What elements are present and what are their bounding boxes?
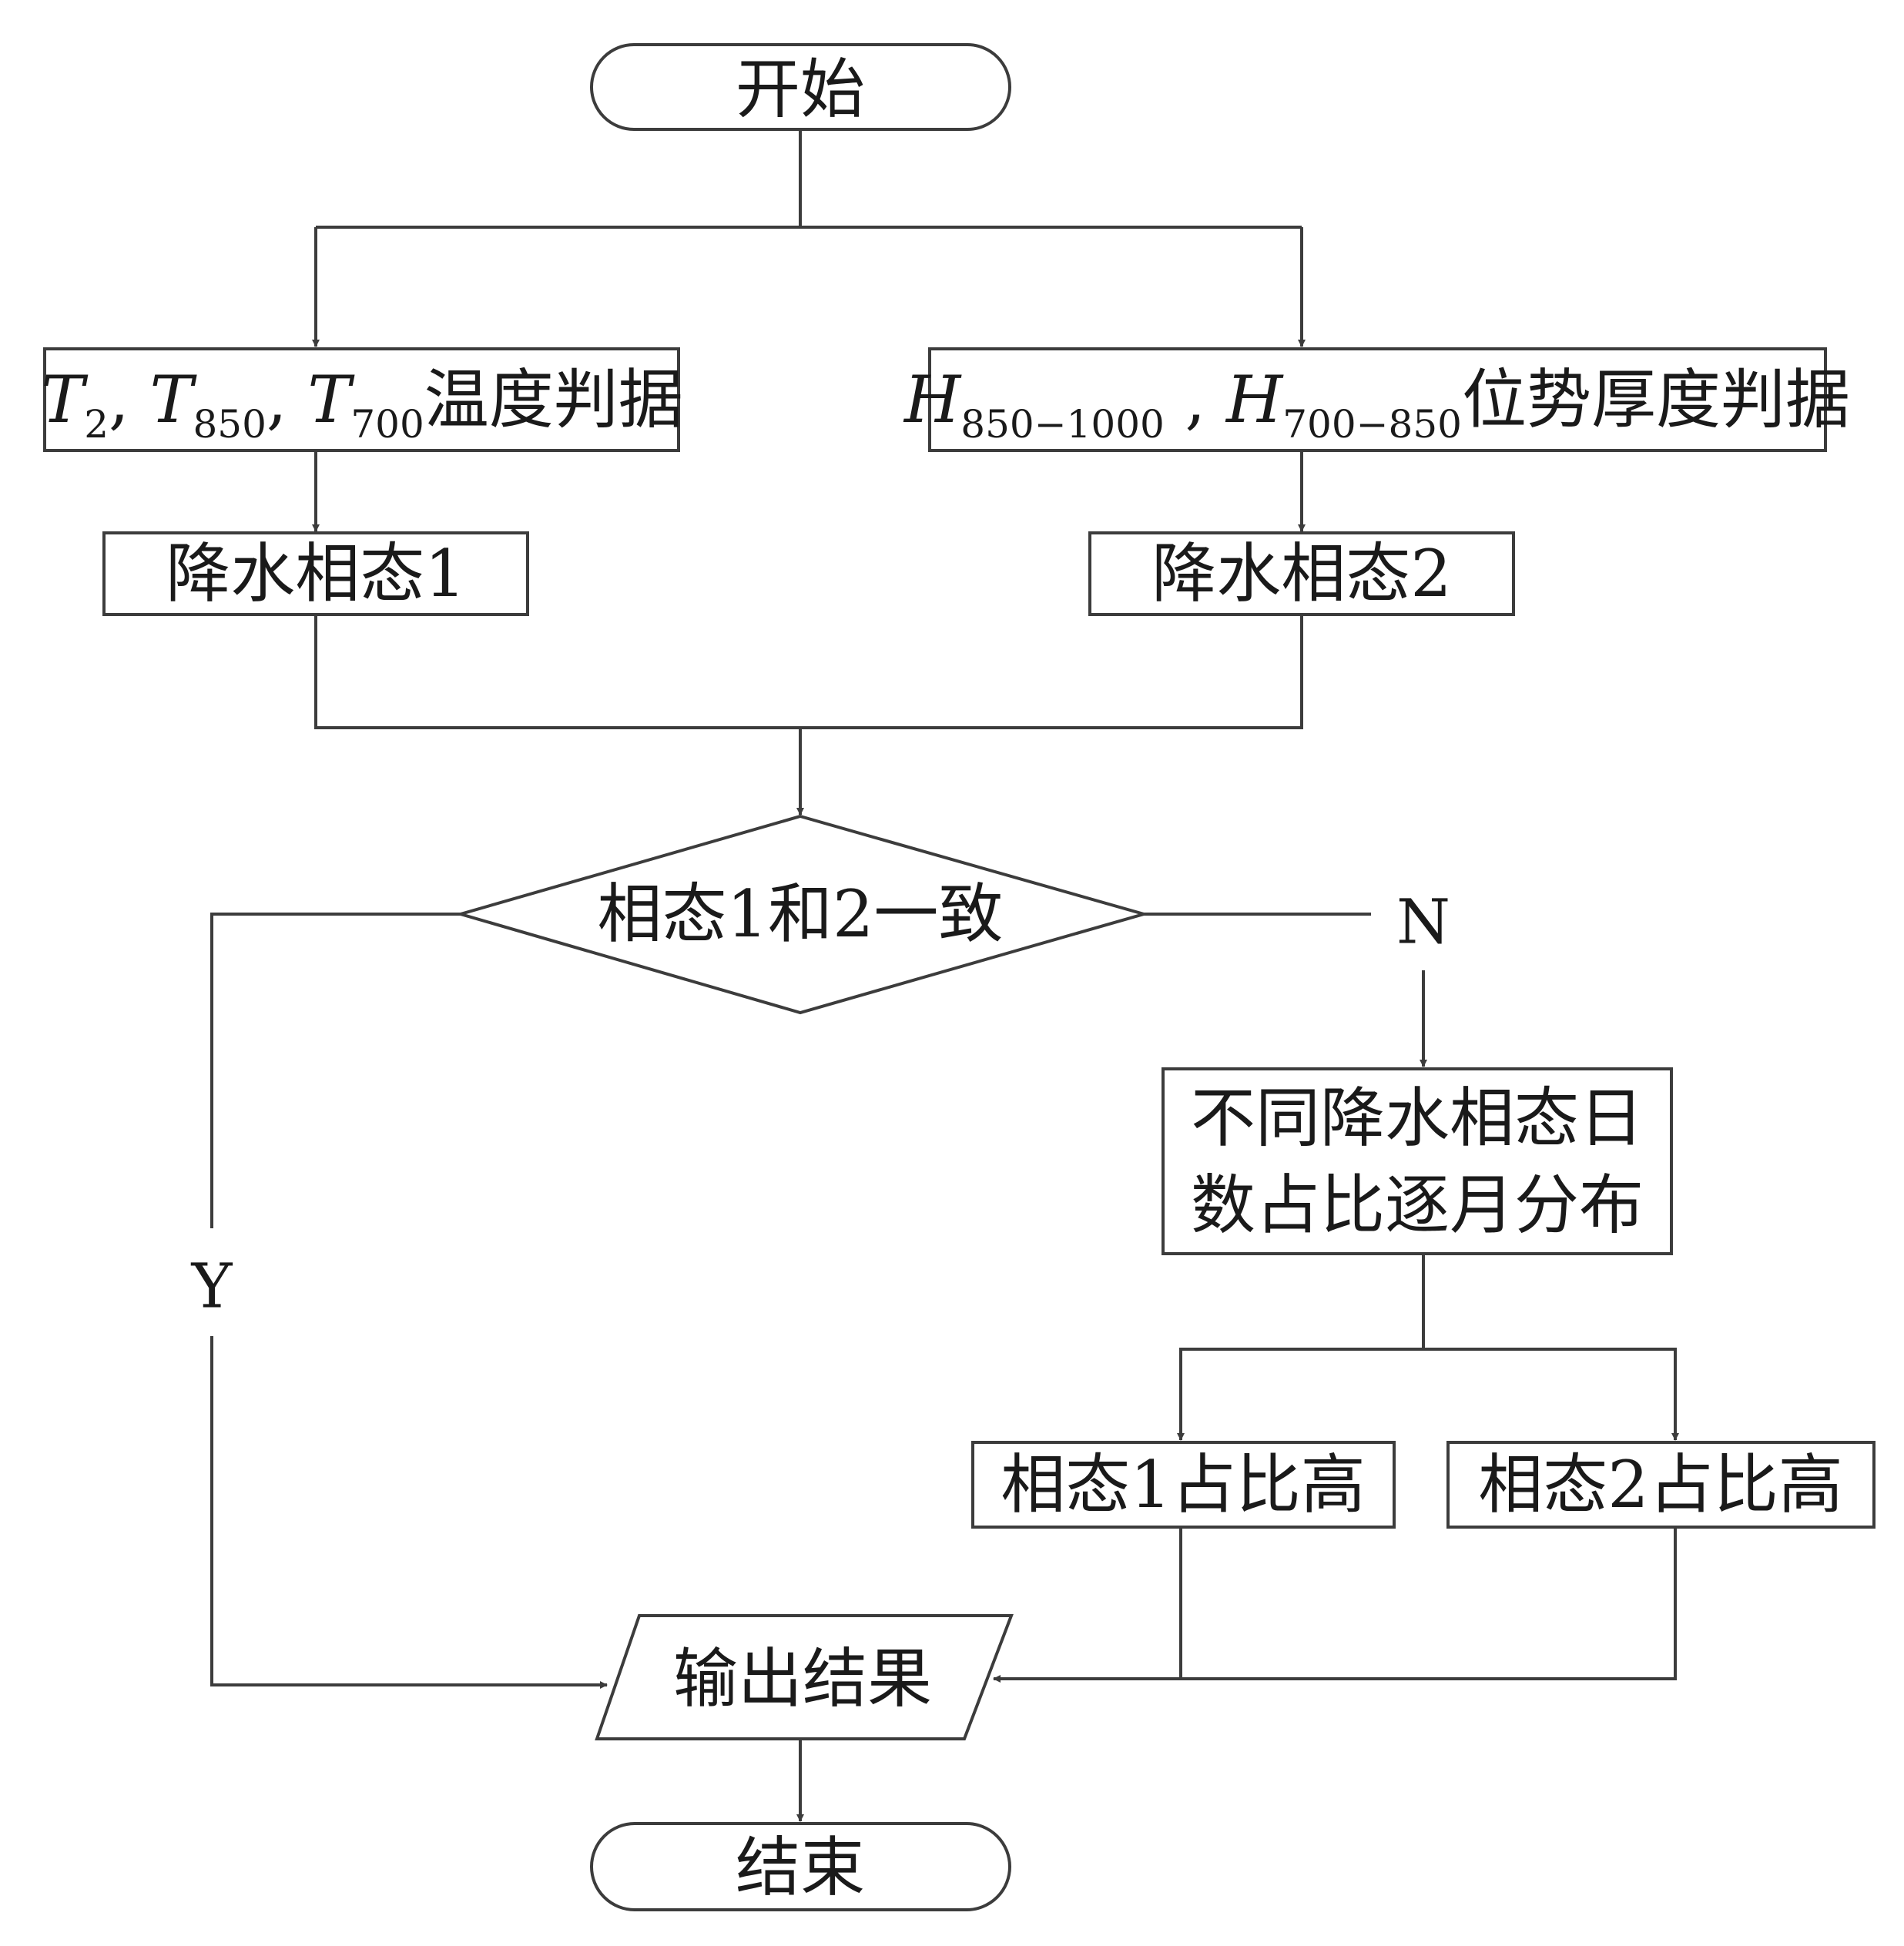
var-h1: H [903, 362, 962, 437]
height-criterion-text: 位势厚度判据 [1462, 362, 1850, 437]
end-label: 结束 [736, 1830, 865, 1905]
var-t700: T [307, 362, 355, 437]
edge-distribution-split [1177, 1254, 1425, 1441]
phase2-high-node: 相态2占比高 [1446, 1441, 1876, 1529]
output-node: 输出结果 [595, 1614, 1014, 1740]
height-criterion-node: H850−1000 , H700−850位势厚度判据 [903, 347, 1850, 452]
sub-t700: 700 [350, 402, 424, 447]
phase2-label: 降水相态2 [1151, 536, 1451, 611]
phase1-node: 降水相态1 [102, 531, 529, 616]
sep-t-1: , [109, 362, 149, 437]
phase2-node: 降水相态2 [1088, 531, 1515, 616]
sub-t2: 2 [84, 402, 109, 447]
sub-h2: 700−850 [1282, 402, 1462, 447]
edge-decision-yes-b [210, 1336, 608, 1689]
phase2-high-label: 相态2占比高 [1478, 1447, 1842, 1522]
var-t2: T [41, 362, 89, 437]
var-t850: T [149, 362, 197, 437]
edge-merge-phases [314, 615, 1303, 729]
sep-t-2: , [266, 362, 307, 437]
sub-h1: 850−1000 [960, 402, 1165, 447]
distribution-label-line1: 不同降水相态日 [1191, 1080, 1644, 1156]
start-label: 开始 [736, 52, 865, 127]
distribution-label-line2: 数占比逐月分布 [1191, 1167, 1644, 1243]
no-label: N [1396, 886, 1450, 958]
phase1-label: 降水相态1 [166, 536, 465, 611]
edge-decision-yes-a [210, 913, 461, 1228]
edges [210, 129, 1679, 1822]
phase1-high-label: 相态1占比高 [1001, 1447, 1365, 1522]
yes-label: Y [191, 1251, 233, 1322]
decision-node: 相态1和2一致 [454, 814, 1150, 1015]
edge-phase2high-to-output [993, 1527, 1677, 1683]
distribution-node: 不同降水相态日 数占比逐月分布 [1162, 1067, 1673, 1255]
sep-h: , [1165, 362, 1226, 437]
end-node: 结束 [590, 1822, 1011, 1911]
temp-criterion-text: 温度判据 [424, 362, 683, 437]
temp-criterion-node: T2, T850, T700温度判据 [41, 347, 683, 452]
var-h2: H [1225, 362, 1284, 437]
edge-distribution-split-right [1423, 1348, 1679, 1441]
phase1-high-node: 相态1占比高 [971, 1441, 1396, 1529]
temp-criterion-label: T2, T850, T700温度判据 [41, 362, 683, 447]
height-criterion-label: H850−1000 , H700−850位势厚度判据 [903, 362, 1850, 447]
start-node: 开始 [590, 43, 1011, 131]
output-label: 输出结果 [673, 1641, 932, 1717]
decision-label: 相态1和2一致 [598, 876, 1004, 952]
sub-t850: 850 [193, 402, 266, 447]
